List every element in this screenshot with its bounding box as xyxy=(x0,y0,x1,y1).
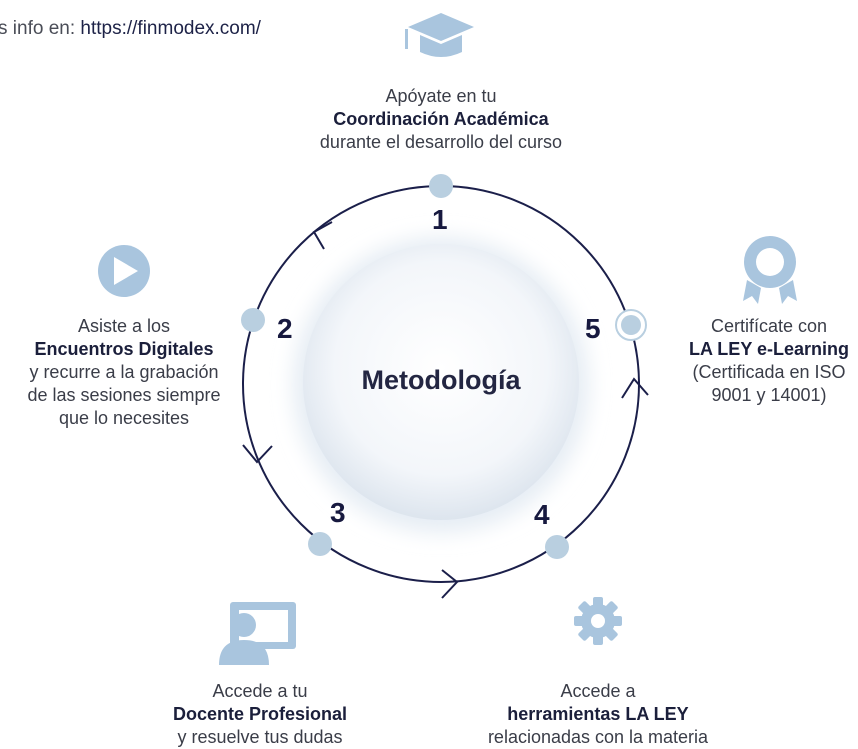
play-icon xyxy=(98,245,150,297)
step-1-bold: Coordinación Académica xyxy=(333,109,549,129)
step-2-text: Asiste a los Encuentros Digitales y recu… xyxy=(0,315,248,430)
step-5-text: Certifícate con LA LEY e-Learning (Certi… xyxy=(674,315,858,407)
ring-arrow-1 xyxy=(312,221,333,250)
step-5-line4: 9001 y 14001) xyxy=(711,385,827,405)
gear-icon xyxy=(574,597,622,645)
ring-arrow-3 xyxy=(441,569,459,599)
step-3-line3: y resuelve tus dudas xyxy=(177,727,343,747)
center-disc xyxy=(303,244,579,520)
step-2-line5: que lo necesites xyxy=(58,408,190,428)
graduation-cap-icon xyxy=(405,13,474,57)
step-3-text: Accede a tu Docente Profesional y resuel… xyxy=(140,680,380,749)
node-2 xyxy=(241,308,265,332)
center-title: Metodología xyxy=(361,365,521,395)
step-1-text: Apóyate en tu Coordinación Académica dur… xyxy=(291,85,591,154)
step-4-text: Accede a herramientas LA LEY relacionada… xyxy=(478,680,718,749)
info-line: s info en: https://finmodex.com/ xyxy=(0,18,261,40)
node-4 xyxy=(545,535,569,559)
step-1-line1: Apóyate en tu xyxy=(385,86,497,106)
ring-arrow-2 xyxy=(242,444,273,464)
info-prefix: s info en: xyxy=(0,18,81,39)
node-3 xyxy=(308,532,332,556)
step-number-5: 5 xyxy=(585,313,601,344)
teacher-board-icon xyxy=(219,602,296,665)
step-2-bold: Encuentros Digitales xyxy=(34,339,214,359)
node-1 xyxy=(429,174,453,198)
node-5 xyxy=(621,315,641,335)
step-5-line1: Certifícate con xyxy=(710,316,828,336)
info-url-link[interactable]: https://finmodex.com/ xyxy=(80,18,261,39)
step-4-line1: Accede a xyxy=(560,681,636,701)
step-number-1: 1 xyxy=(432,204,448,235)
ring-arrow-4 xyxy=(621,377,649,399)
step-5-bold: LA LEY e-Learning xyxy=(688,339,850,359)
step-1-line3: durante el desarrollo del curso xyxy=(319,132,563,152)
step-2-line1: Asiste a los xyxy=(77,316,171,336)
step-number-4: 4 xyxy=(534,499,550,530)
step-number-2: 2 xyxy=(277,313,293,344)
step-3-line1: Accede a tu xyxy=(212,681,308,701)
step-4-bold: herramientas LA LEY xyxy=(507,704,689,724)
award-badge-icon xyxy=(743,236,797,304)
step-2-line3: y recurre a la grabación xyxy=(29,362,219,382)
step-number-3: 3 xyxy=(330,497,346,528)
step-2-line4: de las sesiones siempre xyxy=(27,385,221,405)
step-3-bold: Docente Profesional xyxy=(172,704,348,724)
step-4-line3: relacionadas con la materia xyxy=(487,727,709,747)
step-5-line3: (Certificada en ISO xyxy=(692,362,846,382)
